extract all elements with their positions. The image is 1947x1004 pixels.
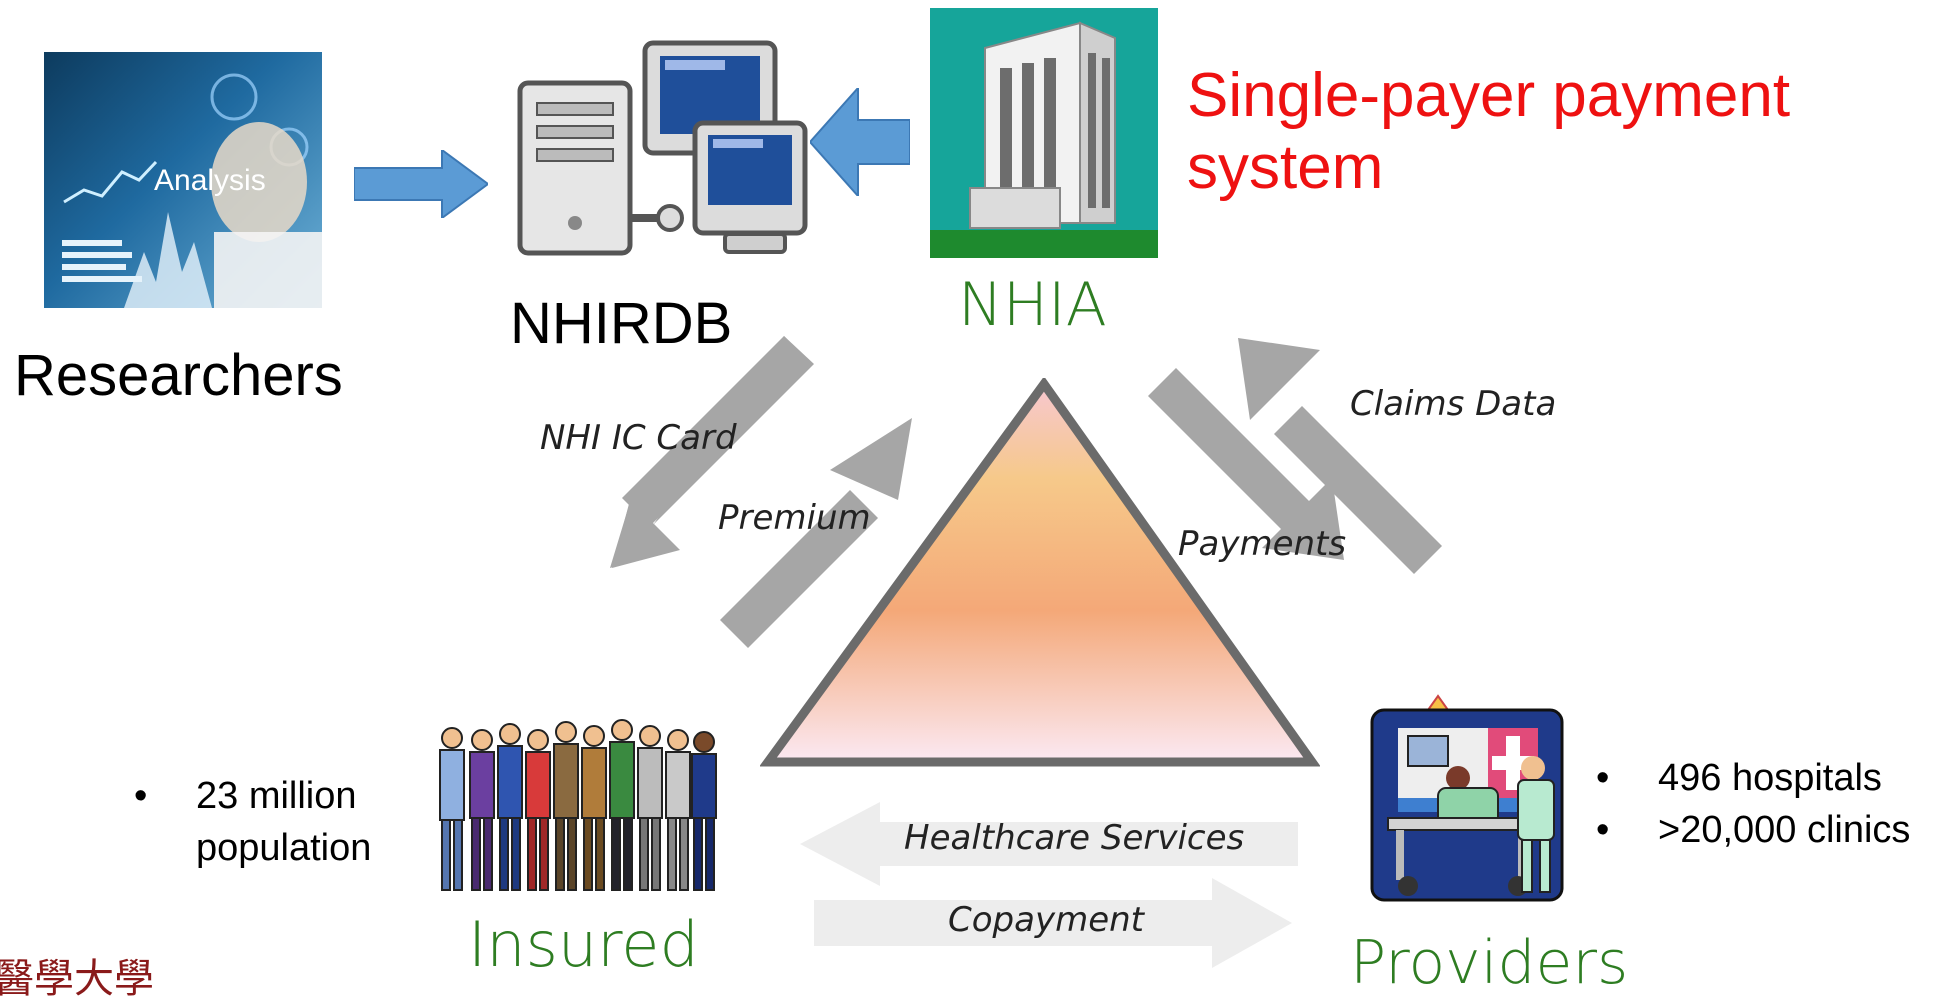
label-claims-data: Claims Data bbox=[1350, 384, 1557, 424]
label-healthcare-services: Healthcare Services bbox=[904, 818, 1245, 858]
insured-label: Insured bbox=[468, 908, 699, 981]
nhia-building-image bbox=[930, 8, 1158, 258]
insured-stats: 23 million population bbox=[134, 770, 371, 874]
analysis-text: Analysis bbox=[154, 164, 266, 197]
providers-stats: 496 hospitals >20,000 clinics bbox=[1596, 752, 1910, 856]
providers-ambulance-icon bbox=[1370, 694, 1564, 902]
central-triangle bbox=[760, 378, 1320, 767]
title-line-1: Single-payer payment bbox=[1187, 61, 1791, 130]
arrow-copayment bbox=[814, 878, 1292, 968]
insured-stat-line: population bbox=[196, 827, 372, 869]
providers-stat-item: 496 hospitals bbox=[1596, 752, 1910, 804]
arrow-payments bbox=[1148, 368, 1320, 540]
providers-label: Providers bbox=[1350, 928, 1629, 998]
server-computers-icon bbox=[517, 40, 808, 256]
diagram-title: Single-payer payment system bbox=[1187, 60, 1790, 204]
label-payments: Payments bbox=[1178, 524, 1347, 564]
researchers-label: Researchers bbox=[14, 343, 343, 408]
arrow-healthcare-services bbox=[800, 802, 1298, 886]
blue-arrow-right bbox=[354, 150, 488, 218]
insured-stat-line: 23 million bbox=[134, 770, 371, 822]
nhia-label: NHIA bbox=[958, 270, 1107, 340]
label-premium: Premium bbox=[718, 498, 871, 538]
insured-people-icon bbox=[439, 719, 717, 891]
title-line-2: system bbox=[1187, 133, 1384, 202]
building-icon bbox=[930, 21, 1158, 258]
label-copayment: Copayment bbox=[948, 900, 1144, 940]
providers-stat-item: >20,000 clinics bbox=[1596, 804, 1910, 856]
label-nhi-ic-card: NHI IC Card bbox=[540, 418, 737, 458]
university-logo: 醫學大學 bbox=[0, 956, 154, 1002]
analysis-illustration bbox=[62, 73, 322, 308]
arrow-claims-data bbox=[1274, 406, 1442, 574]
arrow-premium bbox=[720, 490, 878, 648]
nhirdb-label: NHIRDB bbox=[510, 291, 733, 356]
researchers-image: Analysis bbox=[44, 52, 322, 308]
blue-arrow-left bbox=[810, 88, 910, 196]
